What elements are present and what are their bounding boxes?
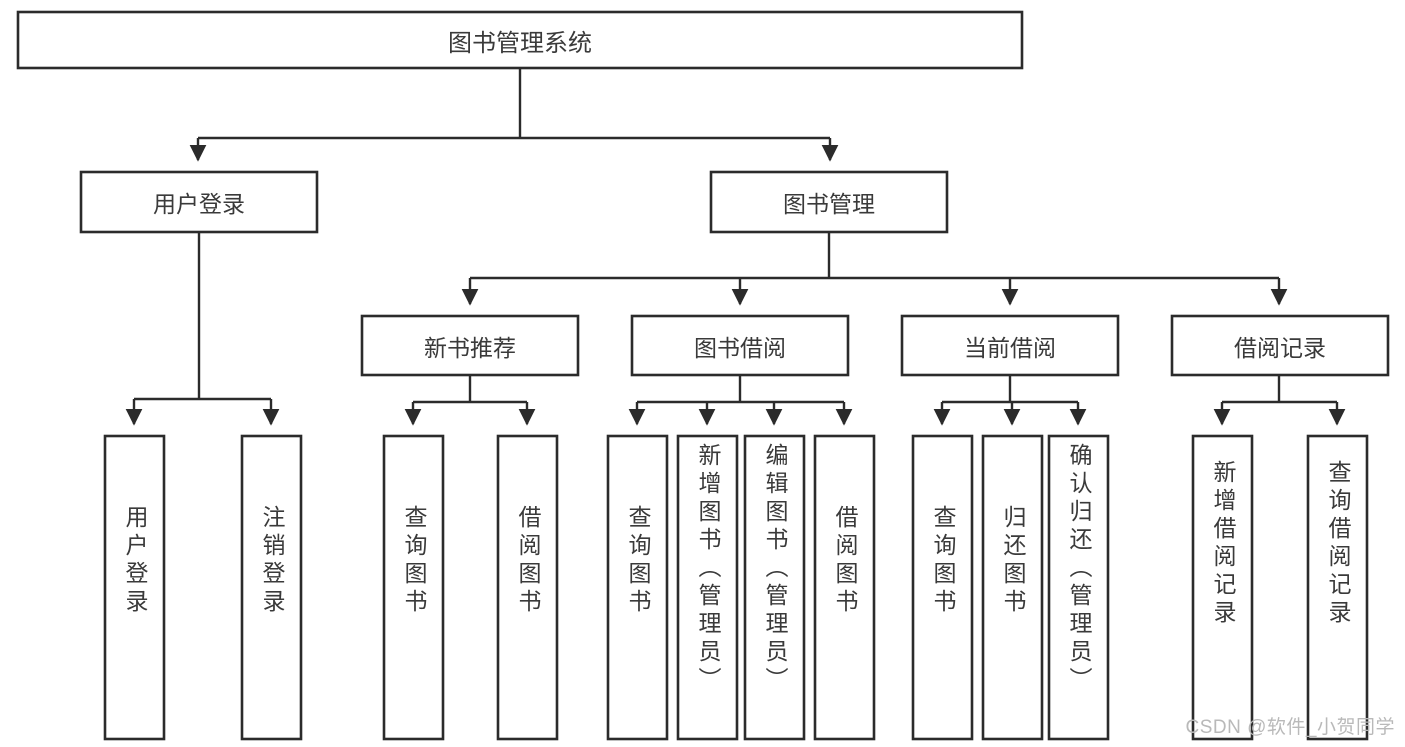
leaf-current-borrow-0[interactable] — [911, 434, 974, 741]
node-book-borrow[interactable] — [630, 314, 850, 377]
leaf-book-borrow-0[interactable] — [606, 434, 669, 741]
leaf-book-borrow-2[interactable] — [743, 434, 806, 741]
leaf-book-borrow-1[interactable] — [676, 434, 739, 741]
node-borrow-record[interactable] — [1170, 314, 1390, 377]
leaf-book-borrow-3[interactable] — [813, 434, 876, 741]
leaf-new-book-0[interactable] — [382, 434, 445, 741]
leaf-current-borrow-2[interactable] — [1047, 434, 1110, 741]
node-current-borrow[interactable] — [900, 314, 1120, 377]
leaf-current-borrow-1[interactable] — [981, 434, 1044, 741]
node-root-system[interactable] — [16, 10, 1024, 70]
leaf-borrow-record-1[interactable] — [1306, 434, 1369, 741]
node-book-manage[interactable] — [709, 170, 949, 234]
node-user-login[interactable] — [79, 170, 319, 234]
csdn-watermark: CSDN @软件_小贺同学 — [1185, 717, 1395, 738]
leaf-new-book-1[interactable] — [496, 434, 559, 741]
leaf-borrow-record-0[interactable] — [1191, 434, 1254, 741]
leaf-user-login-1[interactable] — [240, 434, 303, 741]
leaf-user-login-0[interactable] — [103, 434, 166, 741]
node-new-book-recommend[interactable] — [360, 314, 580, 377]
